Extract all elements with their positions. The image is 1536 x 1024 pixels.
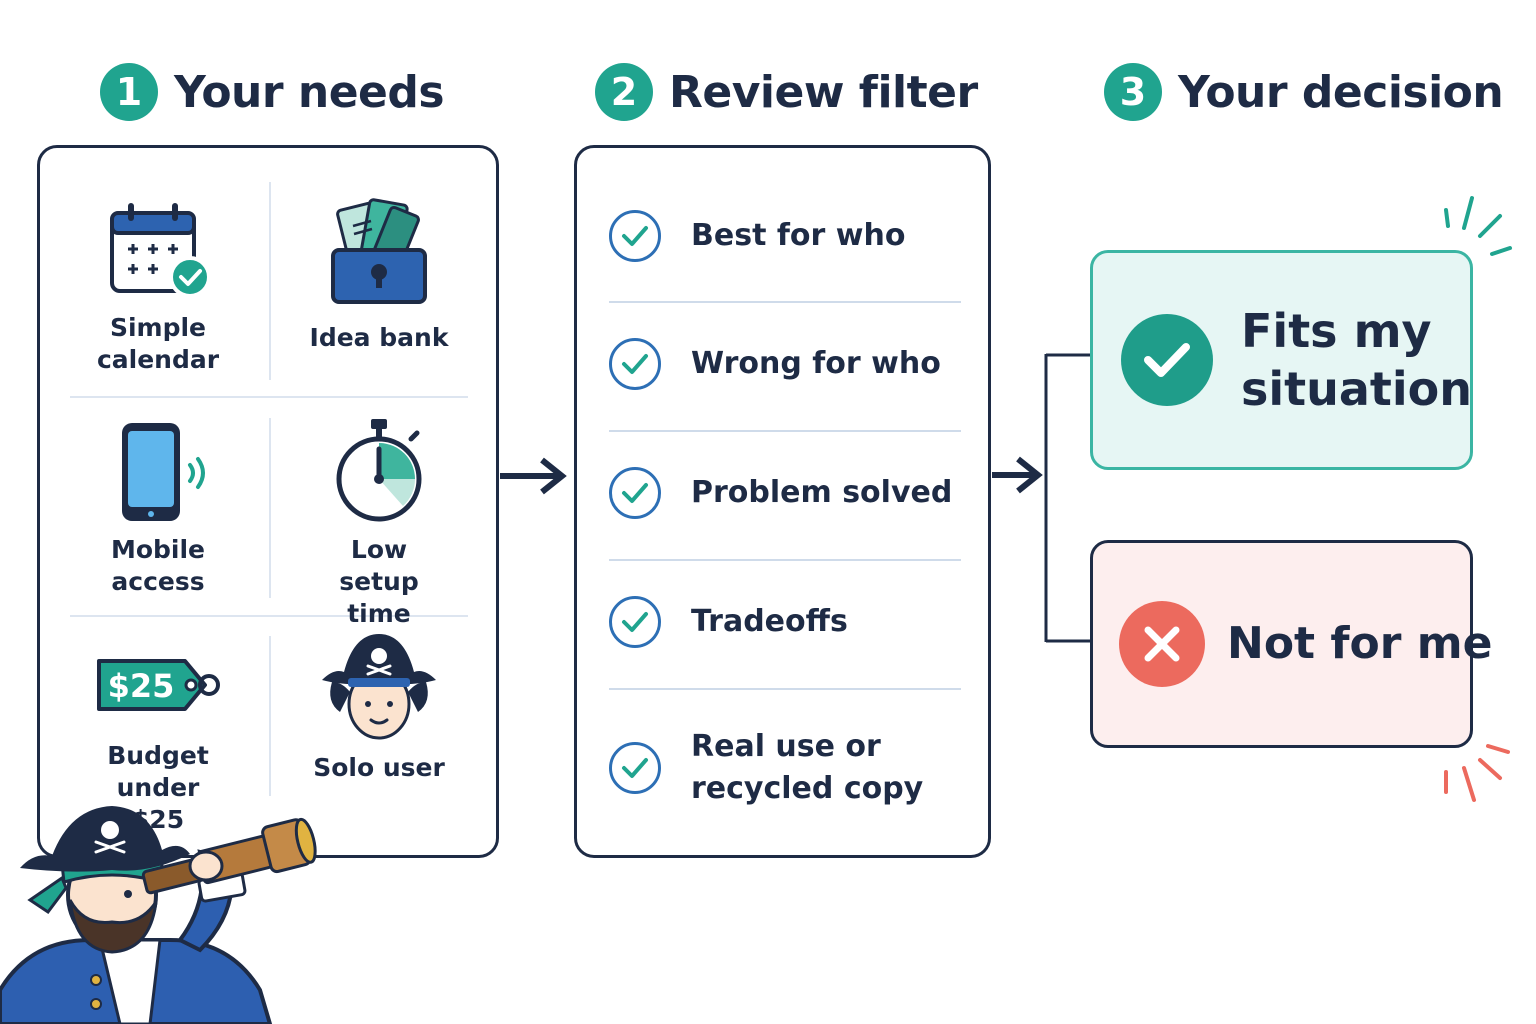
step-heading-decision: 3 Your decision [1104,60,1504,124]
need-item-budget: $25 Budget under $25 [48,626,268,836]
arrow-right-icon [500,457,567,495]
grid-divider [269,182,271,380]
price-tag-icon: $25 [93,626,223,746]
price-tag-text: $25 [108,667,175,705]
review-filter-panel: Best for who Wrong for who Problem solve… [574,145,991,858]
needs-panel: Simple calendar Idea bank [37,145,499,858]
check-icon [1121,314,1213,406]
filter-item-real-use: Real use or recycled copy [609,726,931,810]
step-title: Review filter [669,66,978,118]
grid-divider [70,396,468,398]
step-number-badge: 2 [595,63,653,121]
grid-divider [269,636,271,796]
decision-fits-label: Fits my situation [1241,304,1473,416]
filter-divider [609,688,961,690]
x-icon [1119,601,1205,687]
check-circle-icon [609,210,661,262]
decision-not-for-me-label: Not for me [1227,618,1493,669]
filter-divider [609,559,961,561]
filter-divider [609,430,961,432]
need-item-solo-user: Solo user [269,626,489,784]
need-label: Solo user [313,753,445,782]
need-item-simple-calendar: Simple calendar [48,188,268,376]
decision-fits-box: Fits my situation [1090,250,1473,470]
decision-not-for-me-box: Not for me [1090,540,1492,748]
pirate-spyglass-mascot-icon [0,806,317,1024]
filter-label: Best for who [691,218,906,253]
mobile-phone-icon [93,410,223,530]
need-item-low-setup-time: Low setup time [269,410,489,630]
step-number-badge: 3 [1104,63,1162,121]
sparkle-icon [1444,744,1510,802]
need-label: Idea bank [309,323,449,352]
calendar-check-icon [93,188,223,308]
need-item-idea-bank: Idea bank [269,188,489,354]
branch-connector [992,353,1090,643]
step-number-badge: 1 [100,63,158,121]
stopwatch-icon [314,410,444,530]
need-item-mobile-access: Mobile access [48,410,268,598]
grid-divider [269,418,271,598]
check-circle-icon [609,596,661,648]
filter-item-best-for-who: Best for who [609,210,905,262]
step-title: Your needs [174,66,445,118]
filter-item-problem-solved: Problem solved [609,467,952,519]
need-label: Mobile access [110,535,206,596]
check-circle-icon [609,742,661,794]
filter-label: Real use or recycled copy [691,729,924,806]
step-heading-filter: 2 Review filter [595,60,978,124]
filter-item-wrong-for-who: Wrong for who [609,338,941,390]
grid-divider [70,615,468,617]
filter-label: Wrong for who [691,346,941,381]
pirate-avatar-icon [314,626,444,746]
check-circle-icon [609,467,661,519]
filter-label: Tradeoffs [691,604,848,639]
check-circle-icon [609,338,661,390]
need-label: Low setup time [339,535,419,628]
filter-divider [609,301,961,303]
filter-item-tradeoffs: Tradeoffs [609,596,848,648]
step-heading-needs: 1 Your needs [100,60,445,124]
idea-bank-box-icon [314,188,444,308]
step-title: Your decision [1178,66,1504,118]
need-label: Simple calendar [96,313,220,374]
sparkle-icon [1444,196,1512,256]
filter-label: Problem solved [691,475,953,510]
need-label: Budget under $25 [107,741,209,834]
